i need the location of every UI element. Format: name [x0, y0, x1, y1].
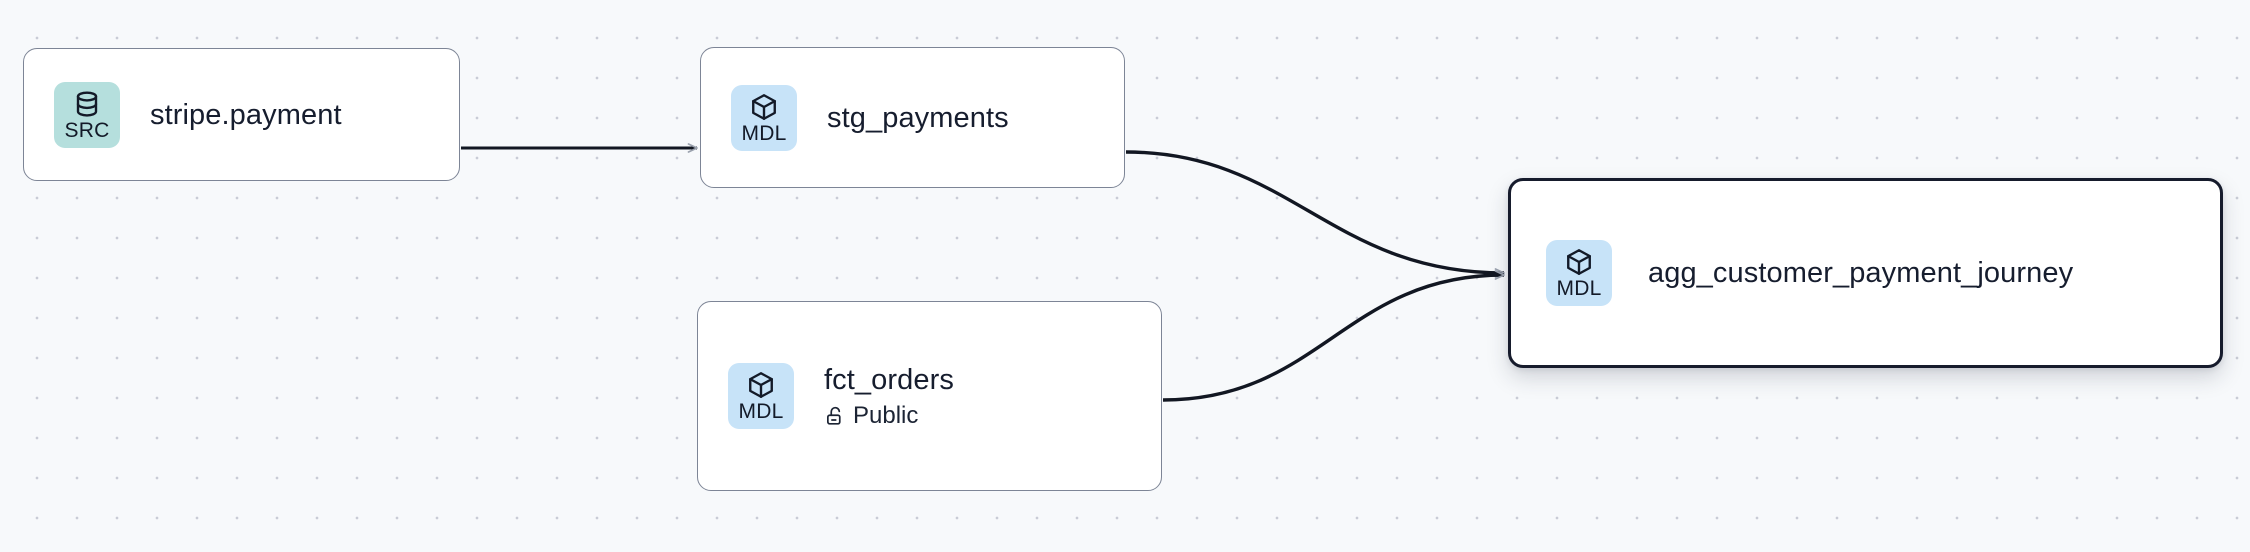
node-title: agg_customer_payment_journey: [1648, 257, 2074, 289]
edge-stg-to-agg: [1125, 150, 1505, 278]
visibility-label: Public: [853, 401, 919, 429]
node-title: stripe.payment: [150, 98, 342, 131]
node-agg-customer-payment-journey[interactable]: MDL agg_customer_payment_journey: [1508, 178, 2223, 368]
cube-icon: [752, 93, 776, 120]
cube-icon: [749, 372, 773, 398]
node-visibility: Public: [824, 402, 954, 430]
node-body: agg_customer_payment_journey: [1648, 256, 2073, 290]
node-title: stg_payments: [827, 101, 1009, 134]
node-stripe-payment[interactable]: SRC stripe.payment: [23, 48, 460, 181]
node-body: fct_orders Public: [824, 363, 954, 430]
unlock-icon: [827, 406, 841, 425]
database-icon: [76, 90, 98, 117]
node-body: stripe.payment: [150, 98, 342, 132]
badge-label: SRC: [64, 118, 110, 142]
badge-mdl: MDL: [1546, 240, 1612, 306]
edge-fct-to-agg: [1162, 270, 1505, 402]
node-stg-payments[interactable]: MDL stg_payments: [700, 47, 1125, 188]
badge-mdl: MDL: [731, 84, 797, 151]
badge-src: SRC: [54, 81, 120, 148]
node-body: stg_payments: [827, 101, 1009, 135]
node-title: fct_orders: [824, 363, 954, 396]
badge-label: MDL: [1556, 277, 1602, 300]
cube-icon: [1567, 249, 1591, 275]
badge-label: MDL: [738, 400, 784, 423]
node-fct-orders[interactable]: MDL fct_orders Public: [697, 301, 1162, 491]
badge-mdl: MDL: [728, 363, 794, 429]
badge-label: MDL: [741, 121, 787, 145]
